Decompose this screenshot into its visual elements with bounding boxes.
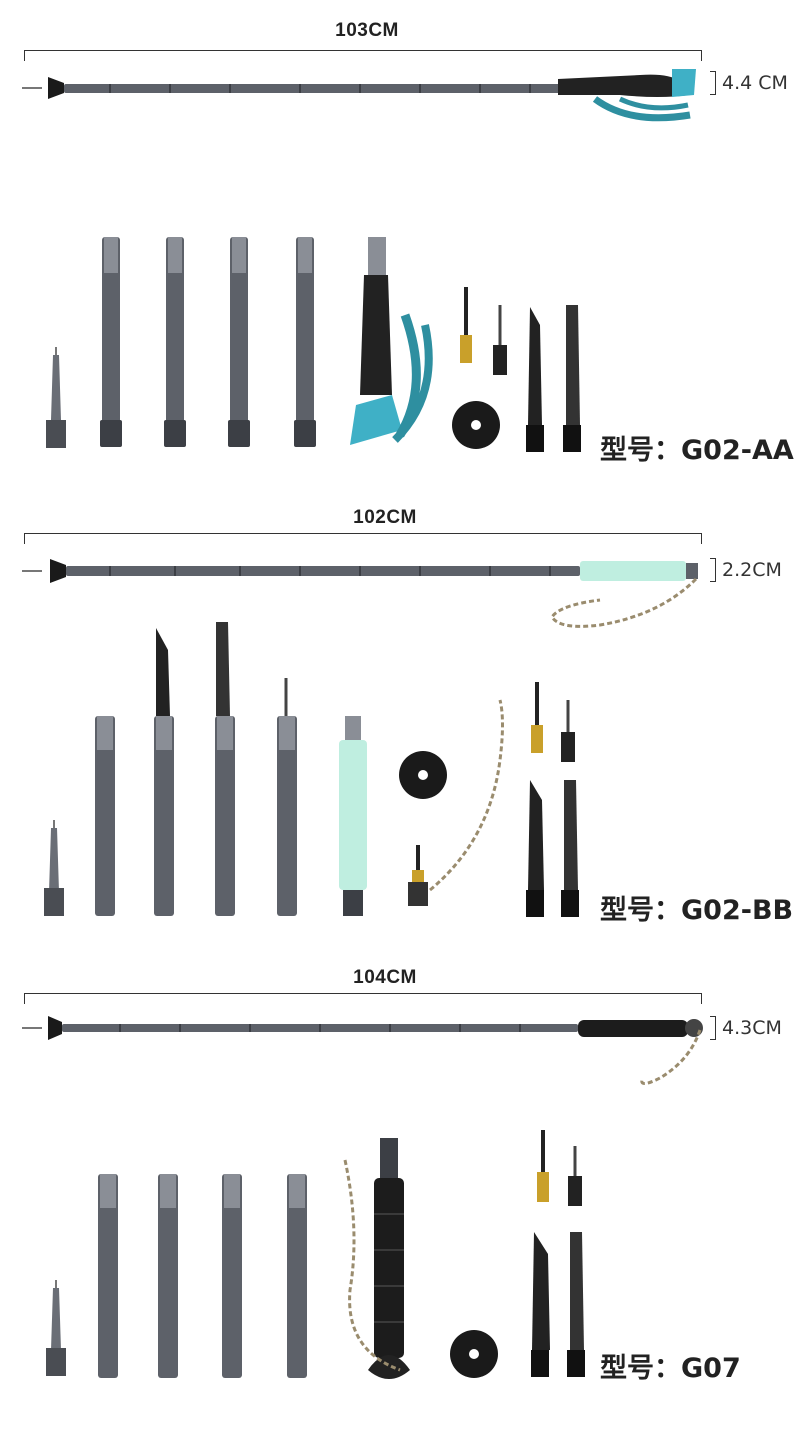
- bracket-icon: [710, 558, 716, 582]
- disassembled-parts-image: [44, 622, 579, 917]
- model-label: 型号：G02-BB: [600, 895, 794, 926]
- assembled-pole-image: [22, 69, 696, 122]
- length-label: 103CM: [335, 20, 399, 41]
- diameter-label: 4.4 CM: [710, 71, 788, 95]
- product-section-g02-bb: 102CM 2.2CM: [0, 470, 800, 960]
- product-section-g07: 104CM 4.3CM: [0, 960, 800, 1415]
- disassembled-parts-image: [46, 237, 581, 452]
- length-dimension-line: [24, 993, 702, 1004]
- length-label: 104CM: [353, 967, 417, 988]
- length-dimension-line: [24, 533, 702, 544]
- bracket-icon: [710, 71, 716, 95]
- length-label: 102CM: [353, 507, 417, 528]
- assembled-pole-image: [22, 1016, 703, 1085]
- product-section-g02-aa: 103CM 4.4 CM: [0, 0, 800, 470]
- disassembled-parts-image: [46, 1130, 585, 1379]
- model-label: 型号：G02-AA: [600, 435, 794, 466]
- diameter-label: 4.3CM: [710, 1016, 782, 1040]
- model-label: 型号：G07: [600, 1353, 741, 1384]
- length-dimension-line: [24, 50, 702, 61]
- assembled-pole-image: [22, 559, 698, 628]
- diameter-label: 2.2CM: [710, 558, 782, 582]
- bracket-icon: [710, 1016, 716, 1040]
